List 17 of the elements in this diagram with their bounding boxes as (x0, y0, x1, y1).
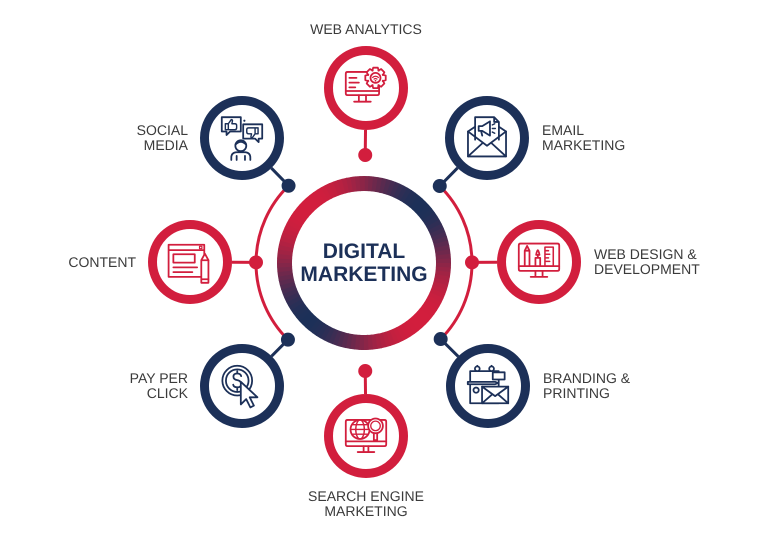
connector-line (358, 130, 372, 162)
connector-line (465, 255, 498, 270)
connector-line (270, 332, 295, 358)
node-label: BRANDING & PRINTING (543, 371, 632, 401)
hub-title: DIGITAL MARKETING (299, 240, 429, 286)
connector-line (358, 364, 372, 394)
node-label: WEB ANALYTICS (309, 22, 423, 37)
connector-line (232, 255, 263, 270)
node-label: SOCIAL MEDIA (136, 123, 188, 153)
node-label: PAY PER CLICK (128, 371, 188, 401)
connector-line (434, 332, 460, 358)
node-label: WEB DESIGN & DEVELOPMENT (594, 247, 701, 277)
connector-line (270, 167, 296, 193)
node-label: SEARCH ENGINE MARKETING (307, 489, 425, 519)
connector-line (432, 166, 459, 194)
node-label: CONTENT (67, 254, 136, 270)
node-label: EMAIL MARKETING (542, 123, 626, 153)
